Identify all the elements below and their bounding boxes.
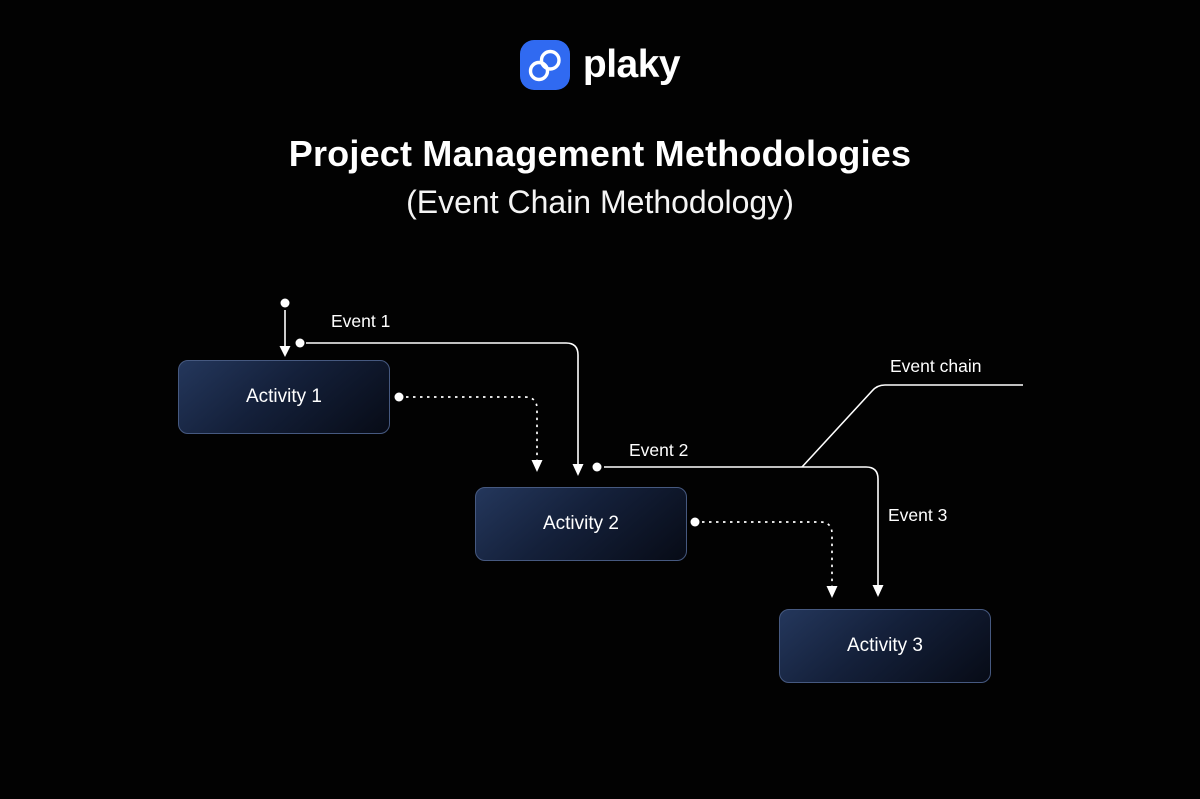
plaky-logo-glyph: [528, 49, 561, 82]
activity-3-label: Activity 3: [846, 635, 924, 656]
activity-node-3: Activity 3: [779, 609, 991, 683]
page-title: Project Management Methodologies: [288, 133, 912, 174]
event-chain-branch-line: [801, 384, 1023, 468]
activity-2-label: Activity 2: [542, 513, 620, 534]
dashed-link-activity-1-to-2: [394, 392, 543, 472]
event-chain-label: Event chain: [890, 356, 982, 376]
brand-wordmark: plaky: [582, 43, 681, 86]
brand: plaky: [0, 40, 1200, 90]
activity-node-1: Activity 1: [178, 360, 390, 434]
arrow-event-1-to-activity-2: [295, 338, 584, 476]
event-1-label: Event 1: [331, 311, 391, 331]
dashed-link-activity-2-to-3: [690, 517, 838, 598]
event-3-label: Event 3: [888, 505, 948, 525]
arrow-into-activity-1: [279, 298, 291, 357]
plaky-logo-icon: [519, 40, 570, 90]
event-2-label: Event 2: [629, 440, 689, 460]
activity-node-2: Activity 2: [475, 487, 687, 561]
arrow-event-2-to-activity-3: [592, 384, 1023, 597]
activity-1-label: Activity 1: [245, 386, 323, 407]
page-subtitle: (Event Chain Methodology): [406, 184, 794, 220]
